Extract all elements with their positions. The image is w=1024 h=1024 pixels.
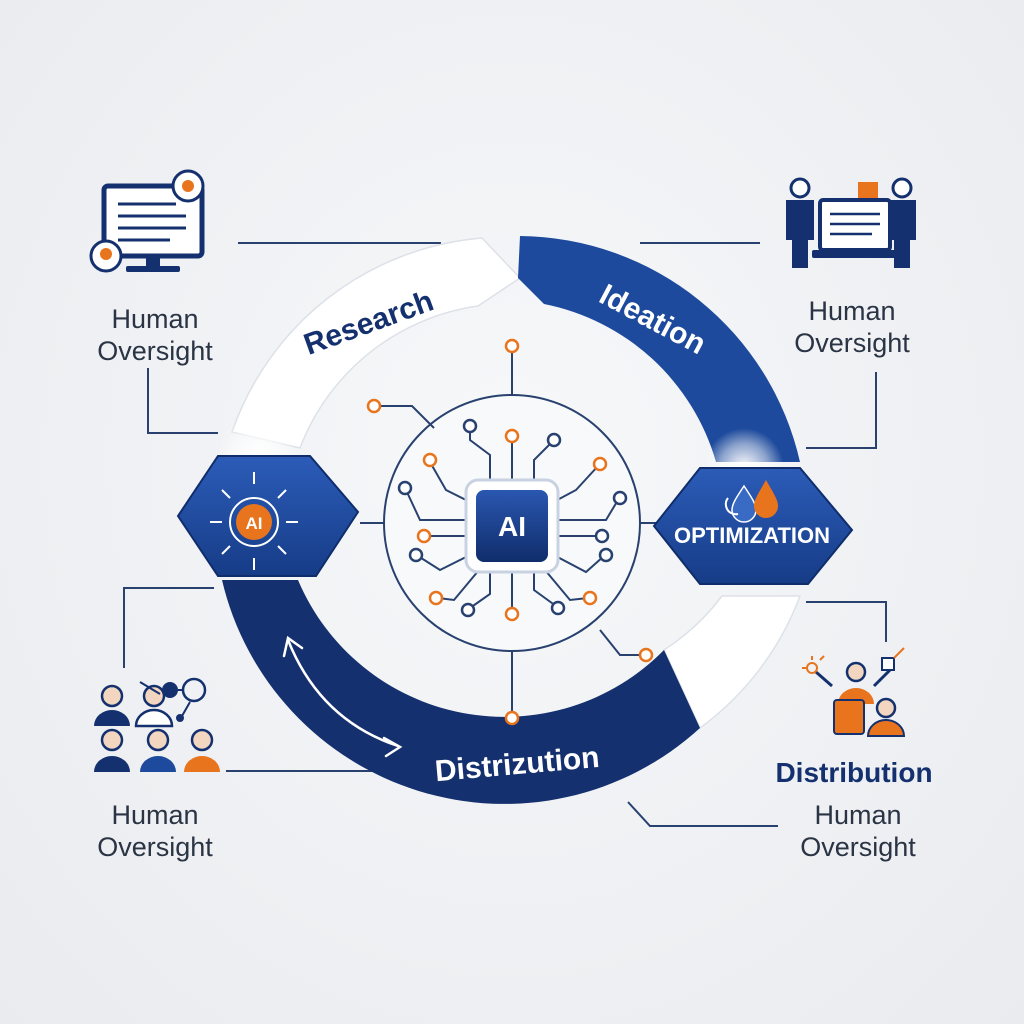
bottom-right-oversight-group: Distribution Human Oversight xyxy=(775,647,933,862)
top-left-oversight-line2: Oversight xyxy=(97,336,213,366)
ai-sun-icon xyxy=(210,472,298,570)
top-left-oversight-line1: Human xyxy=(111,304,198,334)
team-network-icon xyxy=(94,677,220,772)
left-ai-label: AI xyxy=(246,514,263,533)
top-right-oversight-line1: Human xyxy=(808,296,895,326)
connector-top-right-lower xyxy=(806,372,877,449)
arc-distribution xyxy=(222,580,700,804)
left-ai-node: AI xyxy=(176,415,360,577)
inner-network: AI xyxy=(360,338,664,726)
top-right-oversight-group: Human Oversight xyxy=(786,177,916,358)
bottom-right-oversight-line2: Oversight xyxy=(800,832,916,862)
bottom-left-oversight-group: Human Oversight xyxy=(94,677,220,862)
monitor-chat-icon xyxy=(89,169,205,273)
arc-research xyxy=(231,237,522,449)
drops-icon xyxy=(724,480,778,523)
bottom-left-oversight-line1: Human xyxy=(111,800,198,830)
connector-top-left-lower xyxy=(147,368,218,434)
connector-bottom-right-lower xyxy=(627,801,778,827)
distribution-heading: Distribution xyxy=(775,757,932,788)
team-presentation-icon xyxy=(786,177,916,268)
right-optimization-node: OPTIMIZATION xyxy=(652,428,854,585)
bottom-right-oversight-line1: Human xyxy=(814,800,901,830)
center-ai-label: AI xyxy=(498,511,526,542)
people-tools-icon xyxy=(802,647,906,737)
ai-chip-icon: AI xyxy=(464,478,560,574)
bidirectional-arrow-icon xyxy=(282,635,403,758)
stage-optimization: OPTIMIZATION xyxy=(674,523,830,548)
cycle-ring xyxy=(222,236,802,804)
connector-bottom-right xyxy=(806,601,887,642)
connector-bottom-left xyxy=(123,587,214,668)
top-left-oversight-group: Human Oversight xyxy=(89,169,213,366)
bottom-left-oversight-line2: Oversight xyxy=(97,832,213,862)
top-right-oversight-line2: Oversight xyxy=(794,328,910,358)
arc-ideation xyxy=(518,236,800,462)
arc-return xyxy=(663,595,802,730)
